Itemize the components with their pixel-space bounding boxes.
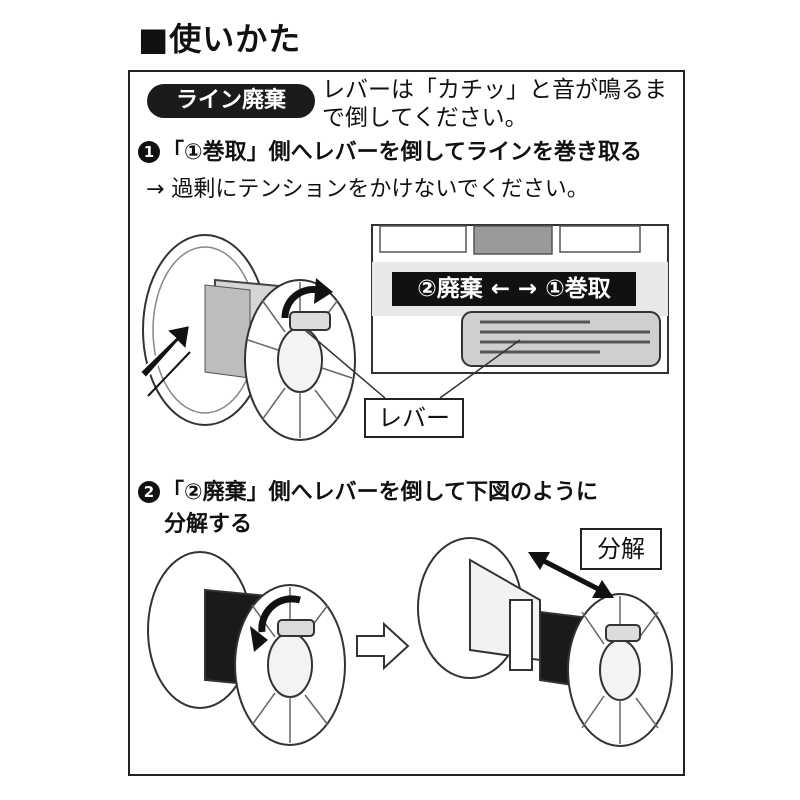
step-1-heading: 1「①巻取」側へレバーを倒してラインを巻き取る xyxy=(138,138,642,168)
page-title: ■使いかた xyxy=(138,20,302,58)
line-strand xyxy=(147,351,191,397)
lever-callout: レバー xyxy=(364,398,464,438)
rotate-arrow-icon xyxy=(258,595,301,633)
lever-direction-label: ②廃棄 ← → ①巻取 xyxy=(392,272,636,306)
step-1-text: 「①巻取」側へレバーを倒してラインを巻き取る xyxy=(162,140,642,165)
rotate-arrow-head xyxy=(250,626,268,652)
instruction-frame xyxy=(128,70,685,776)
disassemble-callout: 分解 xyxy=(580,528,662,570)
lever-leader-line-2 xyxy=(439,339,521,399)
line-disposal-badge: ライン廃棄 xyxy=(147,84,315,118)
step-2-text-line1: 「②廃棄」側へレバーを倒して下図のように xyxy=(162,480,598,505)
step-2-number: 2 xyxy=(138,481,160,503)
reel-illustration-2 xyxy=(147,551,346,746)
step-2-heading: 2「②廃棄」側へレバーを倒して下図のように xyxy=(138,478,598,508)
rotate-arrow-head xyxy=(314,278,333,304)
step-1-note: → 過剰にテンションをかけないでください。 xyxy=(146,177,589,202)
reel-illustration-1 xyxy=(142,234,356,441)
lever-instruction: レバーは「カチッ」と音が鳴るまで倒してください。 xyxy=(322,77,667,131)
step-1-number: 1 xyxy=(138,141,160,163)
step-2-text-line2: 分解する xyxy=(164,512,253,537)
push-arrow-icon xyxy=(138,323,192,380)
double-arrow-icon xyxy=(528,552,614,598)
next-arrow-icon xyxy=(356,621,410,671)
disassembled-reel xyxy=(417,537,673,747)
lever-leader-line-1 xyxy=(304,329,386,399)
rotate-arrow-icon xyxy=(281,286,319,319)
